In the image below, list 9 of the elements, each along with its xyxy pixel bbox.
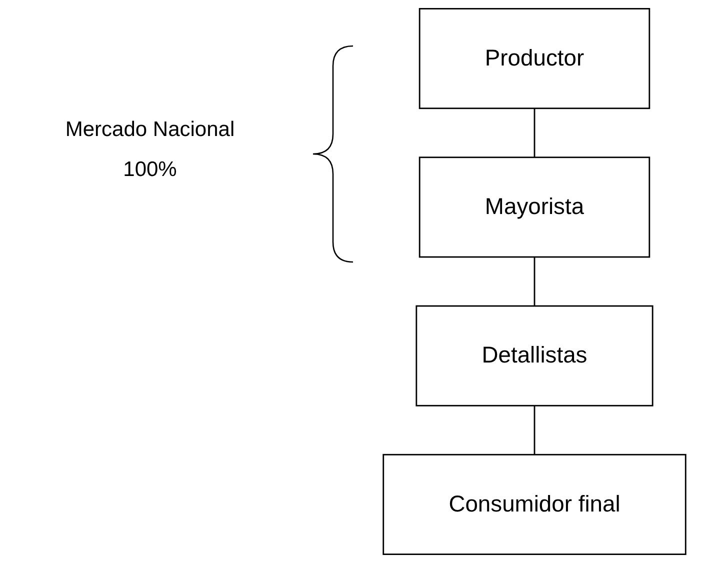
connector <box>534 406 536 455</box>
side-label: Mercado Nacional <box>65 117 235 143</box>
node-box: Detallistas <box>416 305 654 406</box>
side-label: 100% <box>123 157 177 183</box>
connector <box>534 257 536 306</box>
node-box: Mayorista <box>418 156 650 258</box>
node-box: Productor <box>418 8 650 110</box>
node-box: Consumidor final <box>382 454 686 555</box>
connector <box>534 108 536 158</box>
